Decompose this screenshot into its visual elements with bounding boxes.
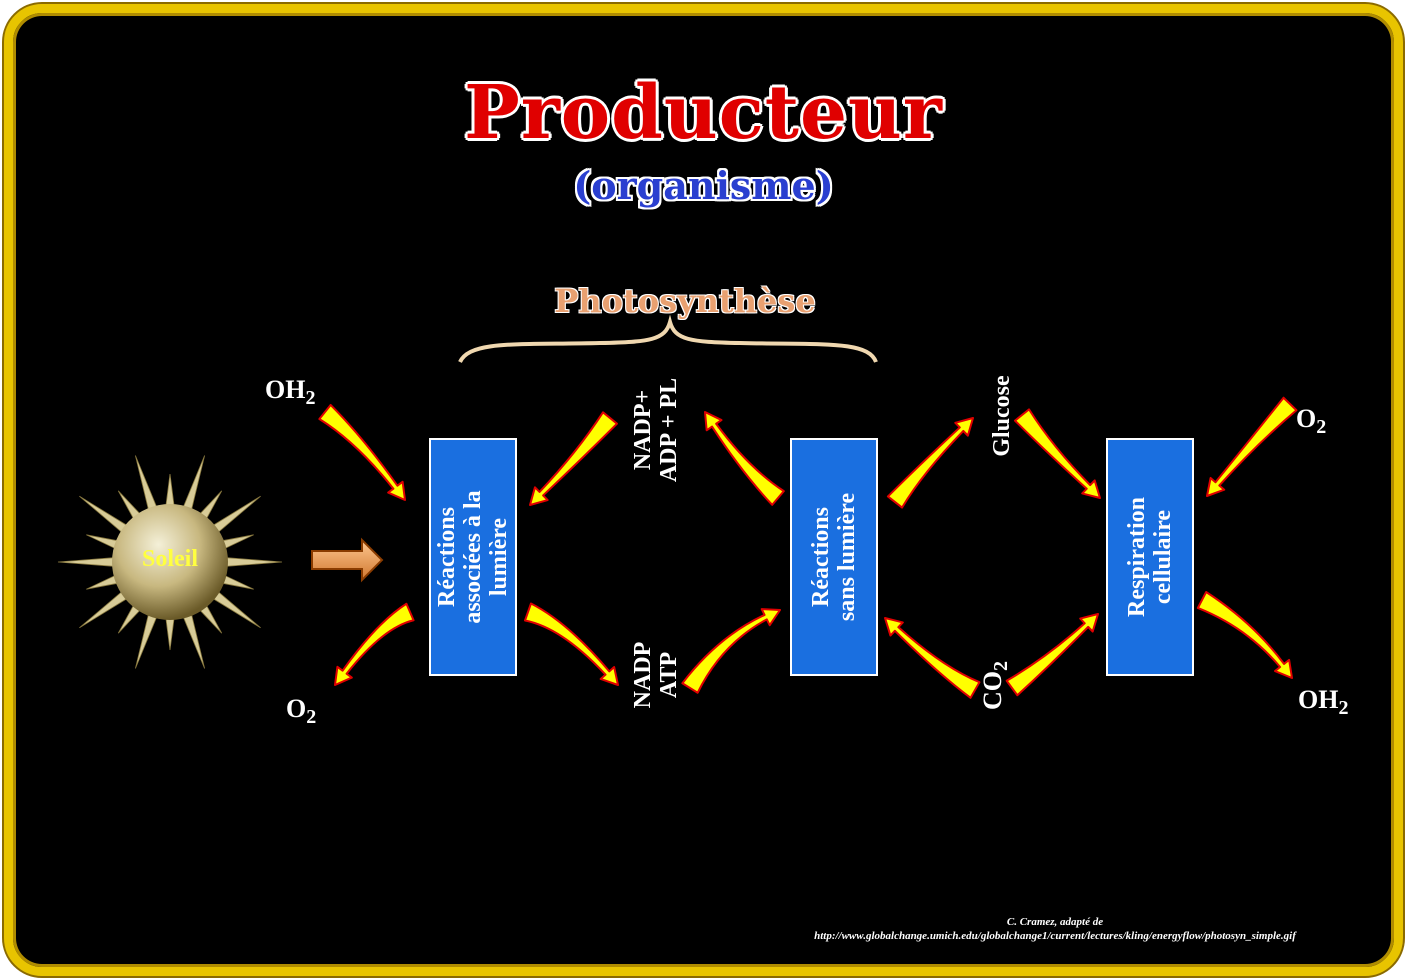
dark-to-glucose-arrow	[886, 417, 974, 509]
dark-to-nadp-arrow	[704, 411, 785, 506]
sun-to-light-arrow	[311, 537, 384, 583]
sun-ray	[181, 609, 205, 669]
light-to-o2-arrow	[334, 602, 415, 686]
nadp-to-light-arrow	[529, 411, 618, 506]
sun-ray	[135, 609, 159, 669]
light-to-atp-arrow	[524, 602, 619, 686]
sun-ray	[221, 556, 283, 568]
sun-label: Soleil	[141, 546, 198, 572]
credit-author: C. Cramez, adapté de	[1006, 916, 1104, 928]
co2-label: CO2	[978, 661, 1012, 710]
light-reactions-label: Réactions associées à la lumière	[434, 490, 512, 624]
yellow-arrows	[318, 396, 1298, 699]
glucose-label: Glucose	[989, 375, 1015, 457]
water-input-label: OH2	[265, 375, 316, 409]
co2-to-dark-arrow	[884, 617, 981, 699]
nadp-adp-label: NADP+ ADP + PL	[630, 377, 682, 483]
dark-reactions-box: Réactions sans lumière	[790, 438, 878, 676]
page-subtitle: (organisme)	[573, 163, 834, 208]
atp-to-dark-arrow	[681, 608, 781, 694]
co2-to-resp-arrow	[1005, 613, 1099, 697]
photosynthesis-brace	[458, 314, 878, 364]
respiration-box: Respiration cellulaire	[1106, 438, 1194, 676]
source-credit: C. Cramez, adapté de http://www.globalch…	[600, 915, 1407, 943]
water-to-light-arrow	[318, 403, 406, 501]
nadp-atp-label: NADP ATP	[630, 641, 682, 709]
respiration-label: Respiration cellulaire	[1124, 497, 1176, 617]
sun-ray	[181, 455, 205, 515]
sun-ray	[135, 455, 159, 515]
photosynthesis-label: Photosynthèse	[554, 282, 816, 320]
sun-rays	[57, 455, 283, 669]
dark-reactions-label: Réactions sans lumière	[808, 492, 860, 622]
credit-url: http://www.globalchange.umich.edu/global…	[814, 930, 1296, 942]
oxygen-output-label: O2	[286, 694, 317, 728]
oxygen-input-right-label: O2	[1296, 404, 1327, 438]
sun-icon	[112, 504, 228, 620]
glucose-to-resp-arrow	[1013, 408, 1101, 499]
page-title: Producteur	[464, 70, 943, 156]
o2-to-resp-arrow	[1206, 396, 1298, 497]
water-output-right-label: OH2	[1298, 685, 1349, 719]
resp-to-water-arrow	[1196, 591, 1293, 679]
light-reactions-box: Réactions associées à la lumière	[429, 438, 517, 676]
